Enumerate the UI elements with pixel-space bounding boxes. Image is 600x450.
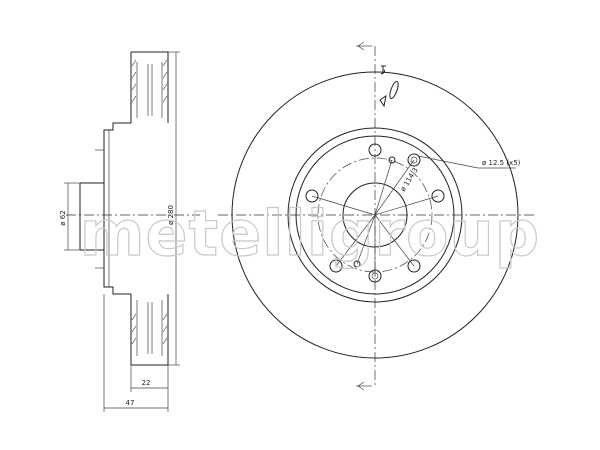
pitch-circle — [317, 157, 433, 273]
watermark: metelligroup — [80, 197, 540, 270]
total-height-dimension: 47 — [103, 294, 169, 412]
bolt-hole — [305, 189, 319, 203]
section-marker-bottom — [356, 381, 372, 391]
pitch-circle-dimension: ø 114.3 — [399, 166, 420, 193]
disc-diameter-dimension: ø 280 — [167, 51, 180, 366]
section-marker-top — [356, 41, 372, 51]
total-height-label: 47 — [126, 399, 135, 407]
small-hole — [353, 260, 361, 268]
threaded-hole — [407, 153, 421, 167]
side-view-hub-profile — [79, 122, 131, 295]
side-view-bottom-ring — [130, 294, 169, 366]
disc-thickness-dimension: 22 — [130, 365, 169, 392]
bolt-hole — [329, 259, 343, 273]
side-view-top-ring — [130, 51, 169, 123]
hub-diameter-dimension: ø 62 — [59, 182, 80, 251]
pitch-circle-label: ø 114.3 — [399, 166, 420, 193]
small-hole — [388, 156, 396, 164]
front-view: ø 12.5 (x5) ø 114.3 — [218, 41, 536, 391]
disc-diameter-label: ø 280 — [167, 205, 175, 225]
disc-thickness-label: 22 — [142, 379, 151, 387]
bolt-hole — [431, 189, 445, 203]
construction-lines — [311, 159, 439, 276]
bolt-hole — [407, 259, 421, 273]
bolt-hole-label: ø 12.5 (x5) — [482, 159, 521, 167]
vent-marks — [379, 65, 399, 108]
hub-diameter-label: ø 62 — [59, 210, 67, 225]
threaded-hole-inner — [410, 156, 418, 164]
bolt-holes — [305, 143, 445, 283]
bolt-hole — [368, 143, 382, 157]
side-view: ø 62 ø 280 22 47 — [59, 51, 200, 412]
bolt-hole-dimension: ø 12.5 (x5) — [417, 155, 521, 169]
